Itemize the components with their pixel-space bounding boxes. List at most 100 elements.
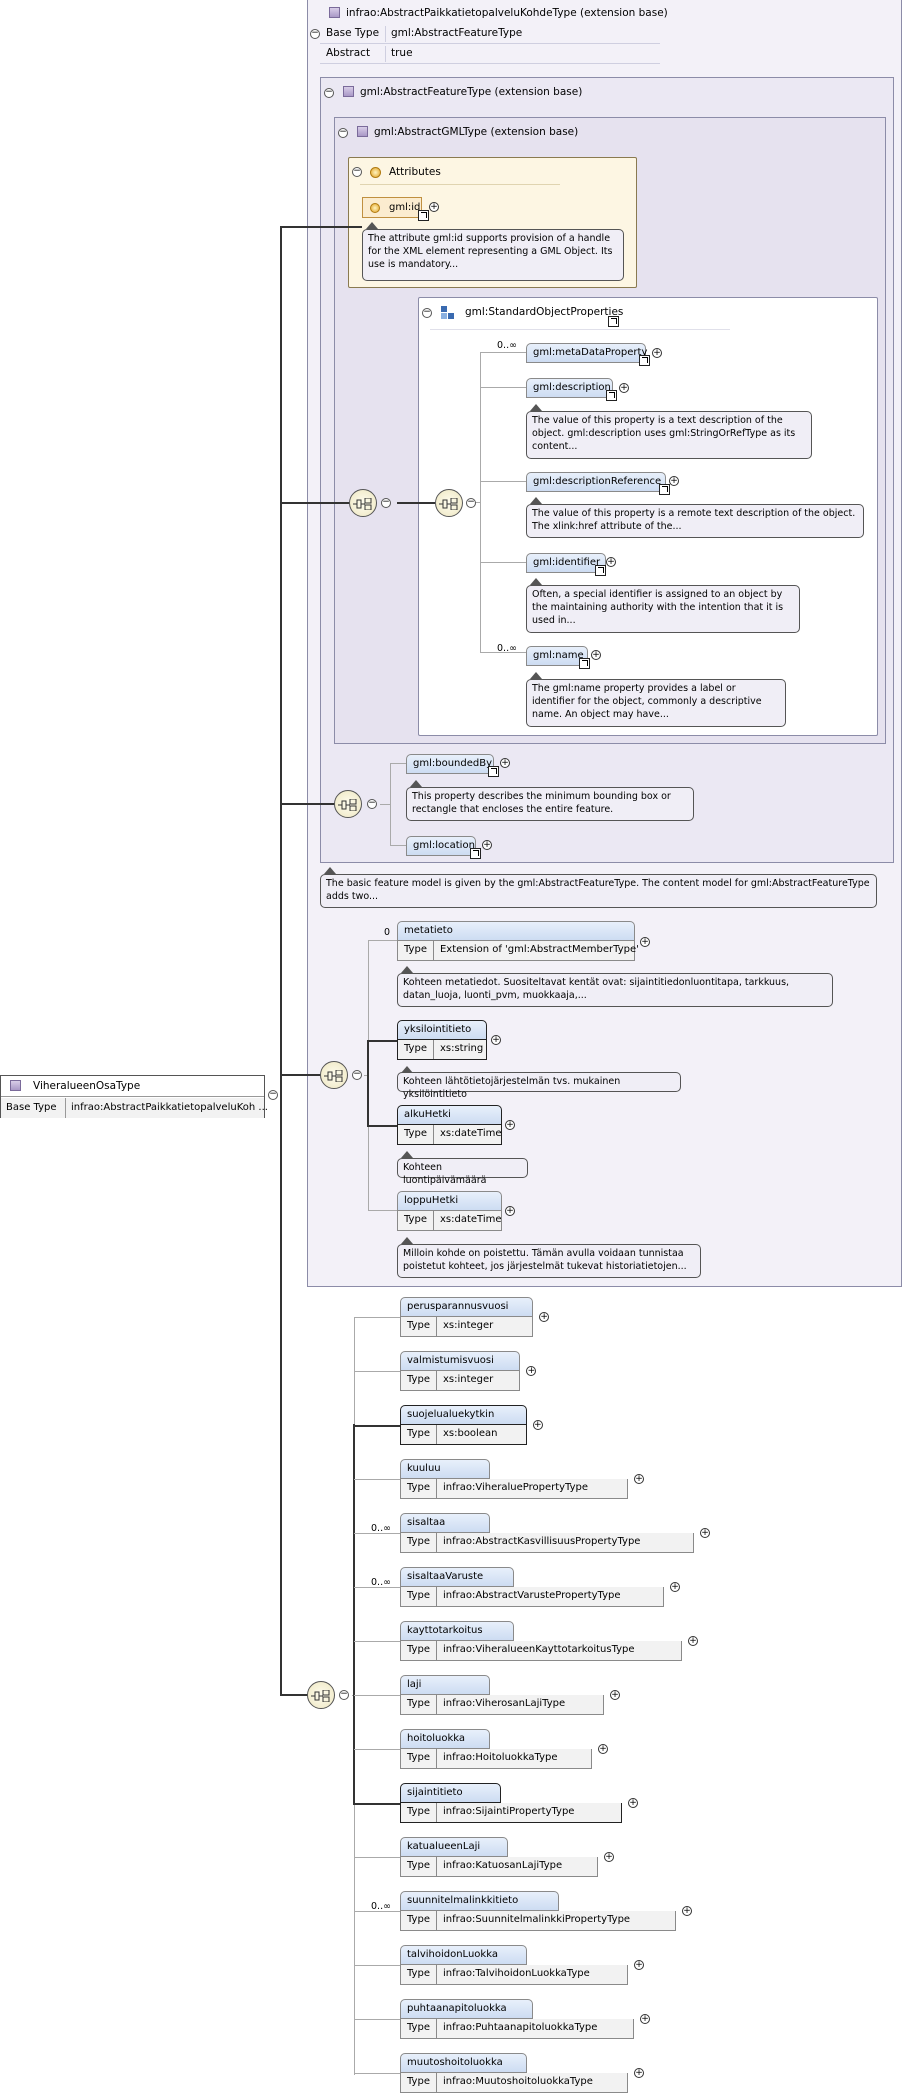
expand-icon[interactable]: + bbox=[640, 2014, 650, 2024]
expand-icon[interactable]: + bbox=[610, 1690, 620, 1700]
element-laji[interactable]: laji bbox=[400, 1675, 490, 1695]
description-reference-doc: The value of this property is a remote t… bbox=[526, 504, 864, 538]
element-sisaltaa[interactable]: sisaltaa bbox=[400, 1513, 490, 1533]
element-puhtaanapitoluokka[interactable]: puhtaanapitoluokka bbox=[400, 1999, 534, 2019]
collapse-toggle[interactable]: − bbox=[339, 1689, 349, 1700]
sop-element-identifier[interactable]: gml:identifier bbox=[526, 553, 606, 573]
expand-icon[interactable]: + bbox=[619, 383, 629, 393]
root-type-box[interactable]: ViheralueenOsaType Base Type infrao:Abst… bbox=[0, 1075, 268, 1118]
type-label: Type bbox=[401, 2019, 437, 2038]
element-loppuhetki[interactable]: loppuHetki bbox=[397, 1191, 502, 1211]
element-location[interactable]: gml:location bbox=[406, 836, 476, 856]
link-icon[interactable] bbox=[579, 658, 590, 669]
element-muutoshoitoluokka[interactable]: muutoshoitoluokka bbox=[400, 2053, 527, 2073]
link-icon[interactable] bbox=[488, 766, 499, 777]
expand-icon[interactable]: + bbox=[634, 1474, 644, 1484]
expand-icon[interactable]: + bbox=[669, 476, 679, 486]
type-value: infrao:ViherosanLajiType bbox=[442, 1698, 566, 1709]
expand-icon[interactable]: + bbox=[634, 1960, 644, 1970]
description-doc: The value of this property is a text des… bbox=[526, 411, 812, 459]
type-label: Type bbox=[401, 1695, 437, 1714]
expand-icon[interactable]: + bbox=[591, 650, 601, 660]
expand-icon[interactable]: + bbox=[652, 348, 662, 358]
expand-icon[interactable]: + bbox=[482, 840, 492, 850]
expand-icon[interactable]: + bbox=[628, 1798, 638, 1808]
collapse-toggle[interactable]: − bbox=[310, 28, 320, 39]
collapse-toggle[interactable]: − bbox=[352, 166, 362, 177]
expand-icon[interactable]: + bbox=[539, 1312, 550, 1322]
type-row: Type infrao:SuunnitelmalinkkiPropertyType bbox=[400, 1911, 676, 1931]
link-icon[interactable] bbox=[606, 390, 617, 401]
expand-icon[interactable]: + bbox=[606, 557, 616, 567]
expand-icon[interactable]: + bbox=[700, 1528, 710, 1538]
collapse-toggle[interactable]: − bbox=[466, 497, 476, 508]
collapse-toggle[interactable]: − bbox=[324, 87, 334, 98]
element-perusparannusvuosi[interactable]: perusparannusvuosi bbox=[400, 1297, 534, 1317]
type-value: infrao:SuunnitelmalinkkiPropertyType bbox=[442, 1914, 631, 1925]
element-suunnitelmalinkkitieto[interactable]: suunnitelmalinkkitieto bbox=[400, 1891, 559, 1911]
collapse-toggle[interactable]: − bbox=[268, 1089, 278, 1100]
expand-icon[interactable]: + bbox=[670, 1582, 680, 1592]
element-valmistumisvuosi[interactable]: valmistumisvuosi bbox=[400, 1351, 521, 1371]
link-icon[interactable] bbox=[470, 848, 481, 859]
element-hoitoluokka[interactable]: hoitoluokka bbox=[400, 1729, 490, 1749]
expand-icon[interactable]: + bbox=[634, 2068, 644, 2078]
expand-icon[interactable]: + bbox=[491, 1035, 501, 1045]
sequence-icon[interactable] bbox=[334, 790, 362, 818]
sequence-icon[interactable] bbox=[307, 1681, 335, 1709]
sop-element-descriptionreference[interactable]: gml:descriptionReference bbox=[526, 472, 666, 492]
sequence-icon[interactable] bbox=[349, 489, 377, 517]
type-label: Type bbox=[401, 1965, 437, 1984]
attributes-title: Attributes bbox=[389, 166, 441, 178]
element-alkuhetki[interactable]: alkuHetki bbox=[397, 1105, 502, 1125]
expand-icon[interactable]: + bbox=[604, 1852, 614, 1862]
expand-icon[interactable]: + bbox=[505, 1120, 515, 1130]
gml-id-attribute[interactable]: gml:id bbox=[362, 197, 422, 218]
expand-icon[interactable]: + bbox=[640, 937, 650, 947]
link-icon[interactable] bbox=[608, 316, 619, 327]
element-talvihoidonluokka[interactable]: talvihoidonLuokka bbox=[400, 1945, 527, 1965]
sequence-icon[interactable] bbox=[435, 489, 463, 517]
collapse-toggle[interactable]: − bbox=[352, 1069, 362, 1080]
element-metatieto[interactable]: metatieto bbox=[397, 921, 635, 941]
link-icon[interactable] bbox=[418, 210, 429, 221]
collapse-toggle[interactable]: − bbox=[367, 798, 377, 809]
element-katualueenlaji[interactable]: katualueenLaji bbox=[400, 1837, 508, 1857]
sop-element-metadataproperty[interactable]: gml:metaDataProperty bbox=[526, 343, 647, 363]
expand-icon[interactable]: + bbox=[526, 1366, 537, 1376]
element-boundedby[interactable]: gml:boundedBy bbox=[406, 754, 494, 774]
element-yksilointitieto[interactable]: yksilointitieto bbox=[397, 1020, 487, 1040]
sop-element-description[interactable]: gml:description bbox=[526, 378, 613, 398]
root-type-name: ViheralueenOsaType bbox=[33, 1080, 141, 1092]
collapse-toggle[interactable]: − bbox=[381, 497, 391, 508]
expand-icon[interactable]: + bbox=[598, 1744, 608, 1754]
link-icon[interactable] bbox=[659, 484, 670, 495]
type-value: infrao:MuutoshoitoluokkaType bbox=[442, 2076, 593, 2087]
expand-icon[interactable]: + bbox=[429, 202, 439, 212]
element-kayttotarkoitus[interactable]: kayttotarkoitus bbox=[400, 1621, 514, 1641]
element-sijaintitieto[interactable]: sijaintitieto bbox=[400, 1783, 502, 1803]
root-base-value: infrao:AbstractPaikkatietopalveluKoh ... bbox=[71, 1102, 268, 1113]
link-icon[interactable] bbox=[639, 355, 650, 366]
element-suojelualuekytkin[interactable]: suojelualuekytkin bbox=[400, 1405, 527, 1425]
expand-icon[interactable]: + bbox=[532, 1420, 543, 1430]
sop-element-name[interactable]: gml:name bbox=[526, 646, 588, 666]
sequence-icon[interactable] bbox=[320, 1061, 348, 1089]
name-doc: The gml:name property provides a label o… bbox=[526, 679, 786, 727]
element-kuuluu[interactable]: kuuluu bbox=[400, 1459, 490, 1479]
abstract-key: Abstract bbox=[326, 47, 371, 59]
element-sisaltaavaruste[interactable]: sisaltaaVaruste bbox=[400, 1567, 514, 1587]
expand-icon[interactable]: + bbox=[688, 1636, 698, 1646]
collapse-toggle[interactable]: − bbox=[422, 307, 432, 318]
collapse-toggle[interactable]: − bbox=[338, 127, 348, 138]
type-label: Type bbox=[401, 1803, 437, 1822]
link-icon[interactable] bbox=[595, 565, 606, 576]
expand-icon[interactable]: + bbox=[505, 1206, 515, 1216]
type-label: Type bbox=[401, 1911, 437, 1930]
expand-icon[interactable]: + bbox=[500, 758, 510, 768]
expand-icon[interactable]: + bbox=[682, 1906, 692, 1916]
